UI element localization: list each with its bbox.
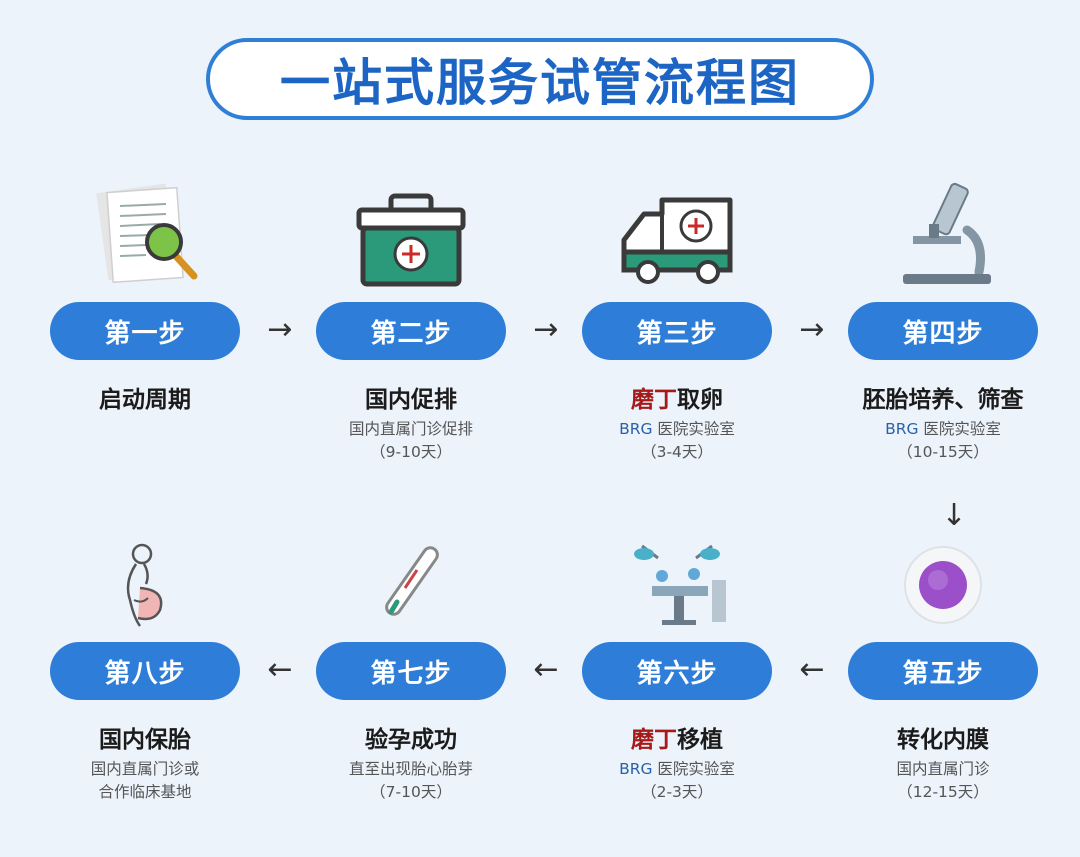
pregnant-woman-icon	[126, 543, 163, 627]
arrow-6: ←	[533, 652, 559, 687]
step-6-desc: BRG 医院实验室（2-3天）	[619, 760, 735, 801]
arrow-3: →	[799, 312, 825, 347]
medical-kit-icon	[356, 193, 466, 287]
arrow-5: ←	[799, 652, 825, 687]
title-banner: 一站式服务试管流程图	[206, 38, 874, 120]
arrow-4: ↓	[941, 498, 967, 533]
step-7-name: 验孕成功	[365, 727, 457, 753]
step-8-name: 国内保胎	[99, 727, 191, 753]
ambulance-icon	[621, 197, 733, 284]
arrow-1: →	[267, 312, 293, 347]
step-5-desc: 国内直属门诊（12-15天）	[896, 760, 990, 801]
step-4-name: 胚胎培养、筛查	[862, 387, 1024, 413]
step-4-desc: BRG 医院实验室（10-15天）	[885, 420, 1001, 461]
step-5-name: 转化内膜	[897, 727, 989, 753]
step-3-desc: BRG 医院实验室（3-4天）	[619, 420, 735, 461]
cell-icon	[904, 546, 982, 624]
arrow-7: ←	[267, 652, 293, 687]
step-3-pill: 第三步	[582, 302, 772, 360]
step-8-pill: 第八步	[50, 642, 240, 700]
step-5-pill: 第五步	[848, 642, 1038, 700]
operating-room-icon	[634, 544, 726, 625]
arrow-2: →	[533, 312, 559, 347]
step-6-pill: 第六步	[582, 642, 772, 700]
step-8-desc: 国内直属门诊或合作临床基地	[90, 760, 200, 801]
step-4-pill: 第四步	[848, 302, 1038, 360]
thermometer-icon	[385, 546, 439, 616]
microscope-icon	[903, 182, 991, 284]
step-7-desc: 直至出现胎心胎芽（7-10天）	[348, 760, 473, 801]
document-magnifier-icon	[96, 183, 198, 284]
step-2-pill: 第二步	[316, 302, 506, 360]
step-2-name: 国内促排	[365, 387, 457, 413]
step-2-desc: 国内直属门诊促排（9-10天）	[348, 420, 473, 461]
step-7-pill: 第七步	[316, 642, 506, 700]
page-title: 一站式服务试管流程图	[280, 54, 800, 112]
step-1-name: 启动周期	[99, 387, 191, 413]
step-6-name: 磨丁移植	[631, 727, 723, 753]
step-1-pill: 第一步	[50, 302, 240, 360]
step-3-name: 磨丁取卵	[631, 387, 723, 413]
